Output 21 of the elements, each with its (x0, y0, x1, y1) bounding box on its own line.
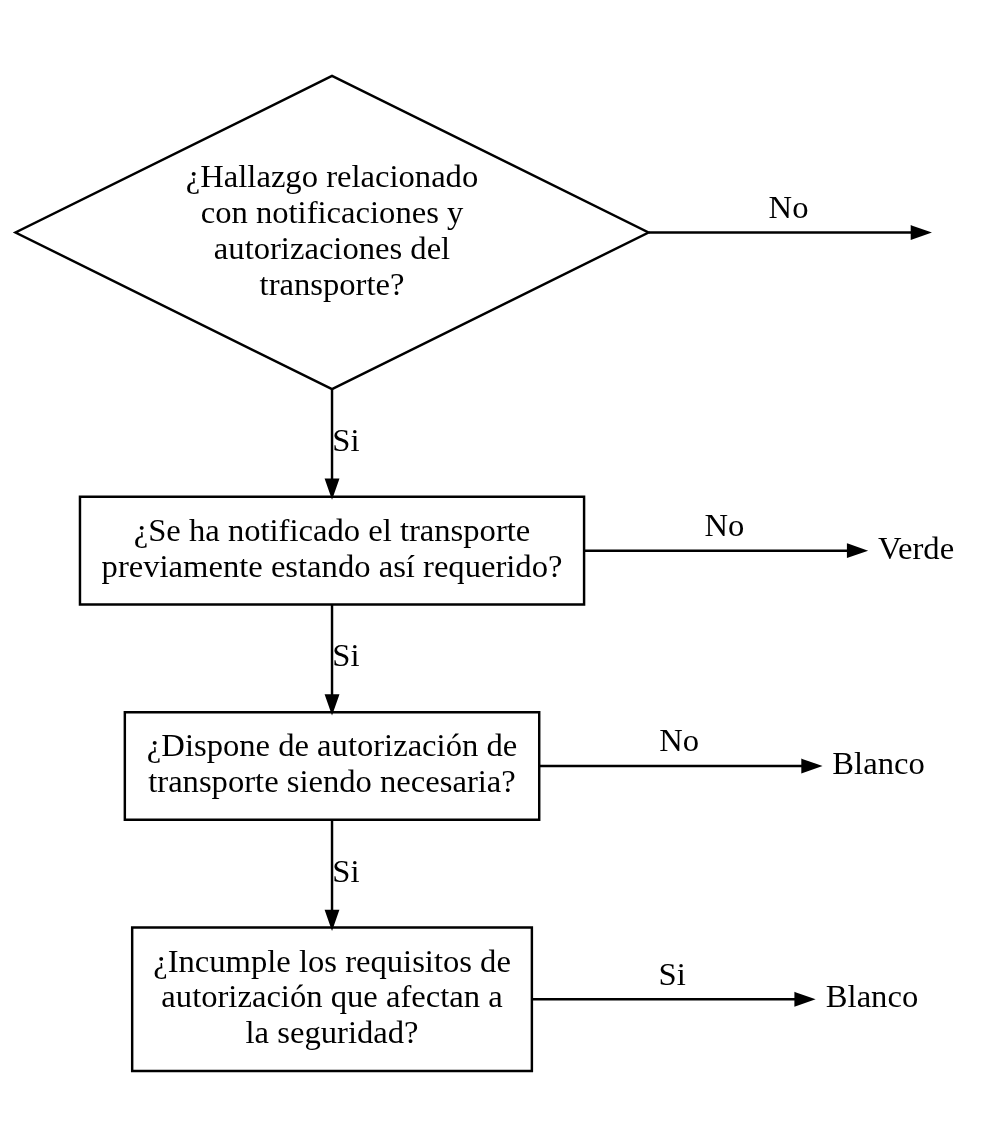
node-box: ¿Dispone de autorización de transporte siendo necesaria? (123, 710, 540, 821)
arrow (324, 388, 339, 500)
node-text: Blanco (825, 977, 918, 1014)
arrow (324, 604, 339, 715)
node-text: Verde (877, 529, 954, 566)
edge-label: Si (658, 955, 686, 992)
edge-label: No (703, 506, 744, 543)
node-diamond: ¿Hallazgo relacionado con notificaciones y autorizaciones del transporte? (12, 74, 651, 390)
edge-label: No (658, 721, 699, 758)
edge-label: No (768, 188, 808, 225)
edge-label: Si (331, 636, 359, 673)
edge-label: Si (331, 852, 359, 889)
node-text: Blanco (831, 744, 925, 781)
node-box: ¿Incumple los requisitos de autorización que afectan a la seguridad? (130, 925, 533, 1072)
arrow (538, 758, 823, 773)
node-box: ¿Se ha notificado el transporte previamente estando así requerido? (78, 495, 585, 606)
arrow (648, 224, 932, 240)
arrow (583, 542, 868, 558)
arrow (324, 819, 339, 931)
arrow (531, 991, 816, 1007)
edge-label: Si (331, 421, 359, 458)
